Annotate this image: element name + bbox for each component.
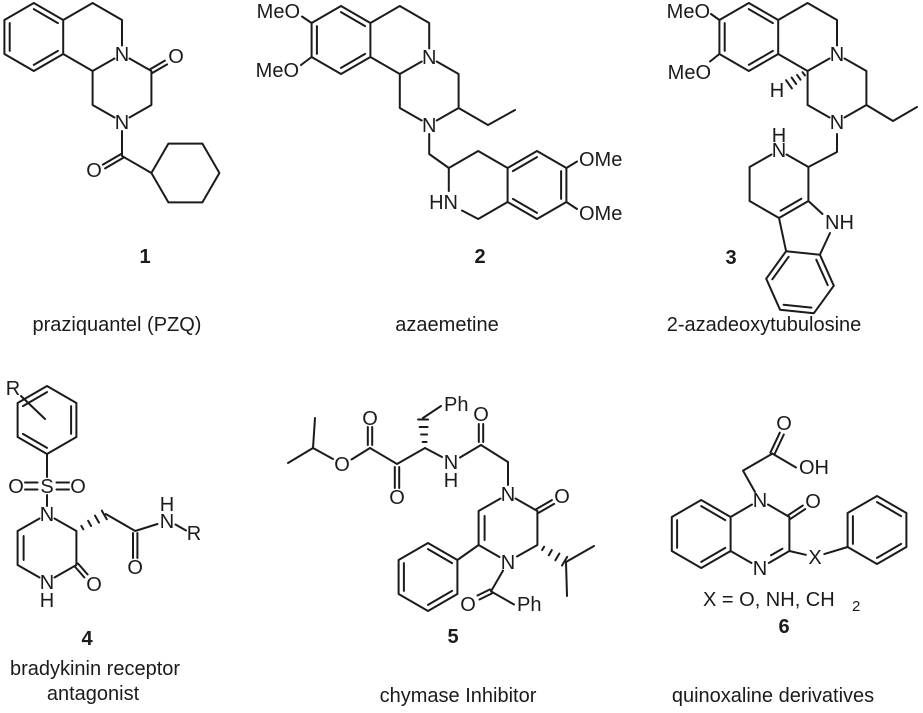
m6-atom-x: X	[808, 547, 821, 569]
m4-bond-skeleton	[16, 385, 187, 579]
m6-atom-oh: OH	[799, 457, 829, 479]
molecule-3-azadeoxytubulosine: MeO MeO N H N H N NH 3 2-azadeoxytubulos…	[667, 1, 918, 336]
m5-atom-o-amide: O	[473, 404, 489, 426]
m6-atom-n4: N	[753, 558, 767, 580]
m5-number: 5	[447, 626, 458, 648]
m2-atom-meo2: MeO	[256, 60, 299, 82]
m2-bond-skeleton	[300, 5, 578, 220]
m4-atom-o-sulfonyl-right: O	[70, 476, 86, 498]
m4-atom-o-sulfonyl-left: O	[8, 476, 24, 498]
m4-caption-line1: bradykinin receptor	[10, 658, 180, 680]
m1-number: 1	[139, 246, 150, 268]
m4-hashed-wedge	[80, 509, 108, 531]
m3-atom-meo1: MeO	[667, 1, 710, 23]
m1-atom-n2: N	[115, 112, 129, 134]
m3-atom-h-ring: H	[772, 125, 786, 147]
m5-atom-o-ester: O	[334, 454, 350, 476]
m1-bond-skeleton	[3, 2, 221, 204]
m4-atom-o-ring: O	[86, 574, 102, 596]
molecule-1-praziquantel: N O N O 1 praziquantel (PZQ)	[3, 2, 221, 336]
m5-bond-skeleton	[287, 405, 595, 612]
m5-atom-o-keto: O	[389, 487, 405, 509]
m5-hashed-wedges	[417, 418, 569, 567]
m4-atom-h-n4: H	[40, 590, 54, 612]
m4-atom-h-amide: H	[160, 494, 174, 516]
m3-atom-n1: N	[830, 44, 844, 66]
m5-atom-ph-benzyl: Ph	[444, 394, 468, 416]
m6-number: 6	[778, 616, 789, 638]
m6-x-note-subscript: 2	[852, 598, 860, 615]
m4-atom-n-amide: N	[160, 511, 174, 533]
m5-atom-o-ester-carbonyl: O	[362, 408, 378, 430]
m3-atom-nh-indole: NH	[825, 212, 854, 234]
molecule-6-quinoxaline-derivatives: O OH N O N X X = O, NH, CH 2 6 quinoxali…	[670, 413, 908, 707]
m4-atom-r-amide: R	[187, 523, 201, 545]
m5-atom-o-lactam: O	[554, 486, 570, 508]
m2-atom-n2: N	[422, 115, 436, 137]
m4-caption-line2: antagonist	[47, 683, 140, 705]
m3-number: 3	[725, 247, 736, 269]
m2-atom-n1: N	[422, 47, 436, 69]
m2-atom-ome2: OMe	[579, 203, 622, 225]
m2-atom-hn: HN	[429, 192, 458, 214]
m4-atom-o-amide: O	[127, 557, 143, 579]
m5-caption: chymase Inhibitor	[380, 685, 537, 707]
m6-bond-skeleton	[670, 431, 908, 569]
molecule-2-azaemetine: MeO MeO N N HN OMe OMe 2 azaemetine	[256, 1, 623, 336]
m4-number: 4	[81, 628, 93, 650]
m3-atom-n-ring: N	[772, 140, 786, 162]
m2-atom-meo1: MeO	[257, 1, 300, 23]
molecule-4-bradykinin-antagonist: R O S O N N H O O H N R 4 bradykinin rec…	[6, 378, 201, 705]
m3-caption: 2-azadeoxytubulosine	[667, 314, 862, 336]
m1-atom-o2: O	[86, 160, 102, 182]
m1-atom-n1: N	[115, 44, 129, 66]
m2-number: 2	[474, 246, 485, 268]
m1-caption: praziquantel (PZQ)	[33, 314, 202, 336]
m4-atom-n1: N	[40, 504, 54, 526]
m5-atom-n1: N	[501, 484, 515, 506]
m3-bond-skeleton	[709, 2, 918, 315]
m4-atom-n4: N	[40, 572, 54, 594]
m4-atom-s: S	[40, 476, 53, 498]
m5-atom-h-amide: H	[444, 470, 458, 492]
molecule-5-chymase-inhibitor: O O O Ph N H O O N N O Ph 5 chymase Inhi…	[287, 394, 595, 707]
m5-atom-ph-benzoyl: Ph	[517, 594, 541, 616]
m2-atom-ome1: OMe	[579, 149, 622, 171]
m4-atom-r-aryl: R	[6, 378, 20, 400]
m3-hashed-wedge	[785, 71, 806, 90]
m6-atom-o-lactam: O	[805, 491, 821, 513]
m5-atom-n-amide: N	[444, 452, 458, 474]
m6-x-note: X = O, NH, CH	[703, 589, 835, 611]
m6-atom-n1: N	[753, 490, 767, 512]
m1-atom-o1: O	[168, 46, 184, 68]
m5-atom-o-benzoyl: O	[460, 594, 476, 616]
m2-caption: azaemetine	[395, 314, 498, 336]
m3-atom-meo2: MeO	[668, 62, 711, 84]
m3-atom-n2: N	[830, 112, 844, 134]
m3-atom-h-stereo: H	[770, 80, 784, 102]
m6-caption: quinoxaline derivatives	[672, 685, 874, 707]
m5-atom-n4: N	[501, 552, 515, 574]
m6-atom-o-acid: O	[776, 413, 792, 435]
